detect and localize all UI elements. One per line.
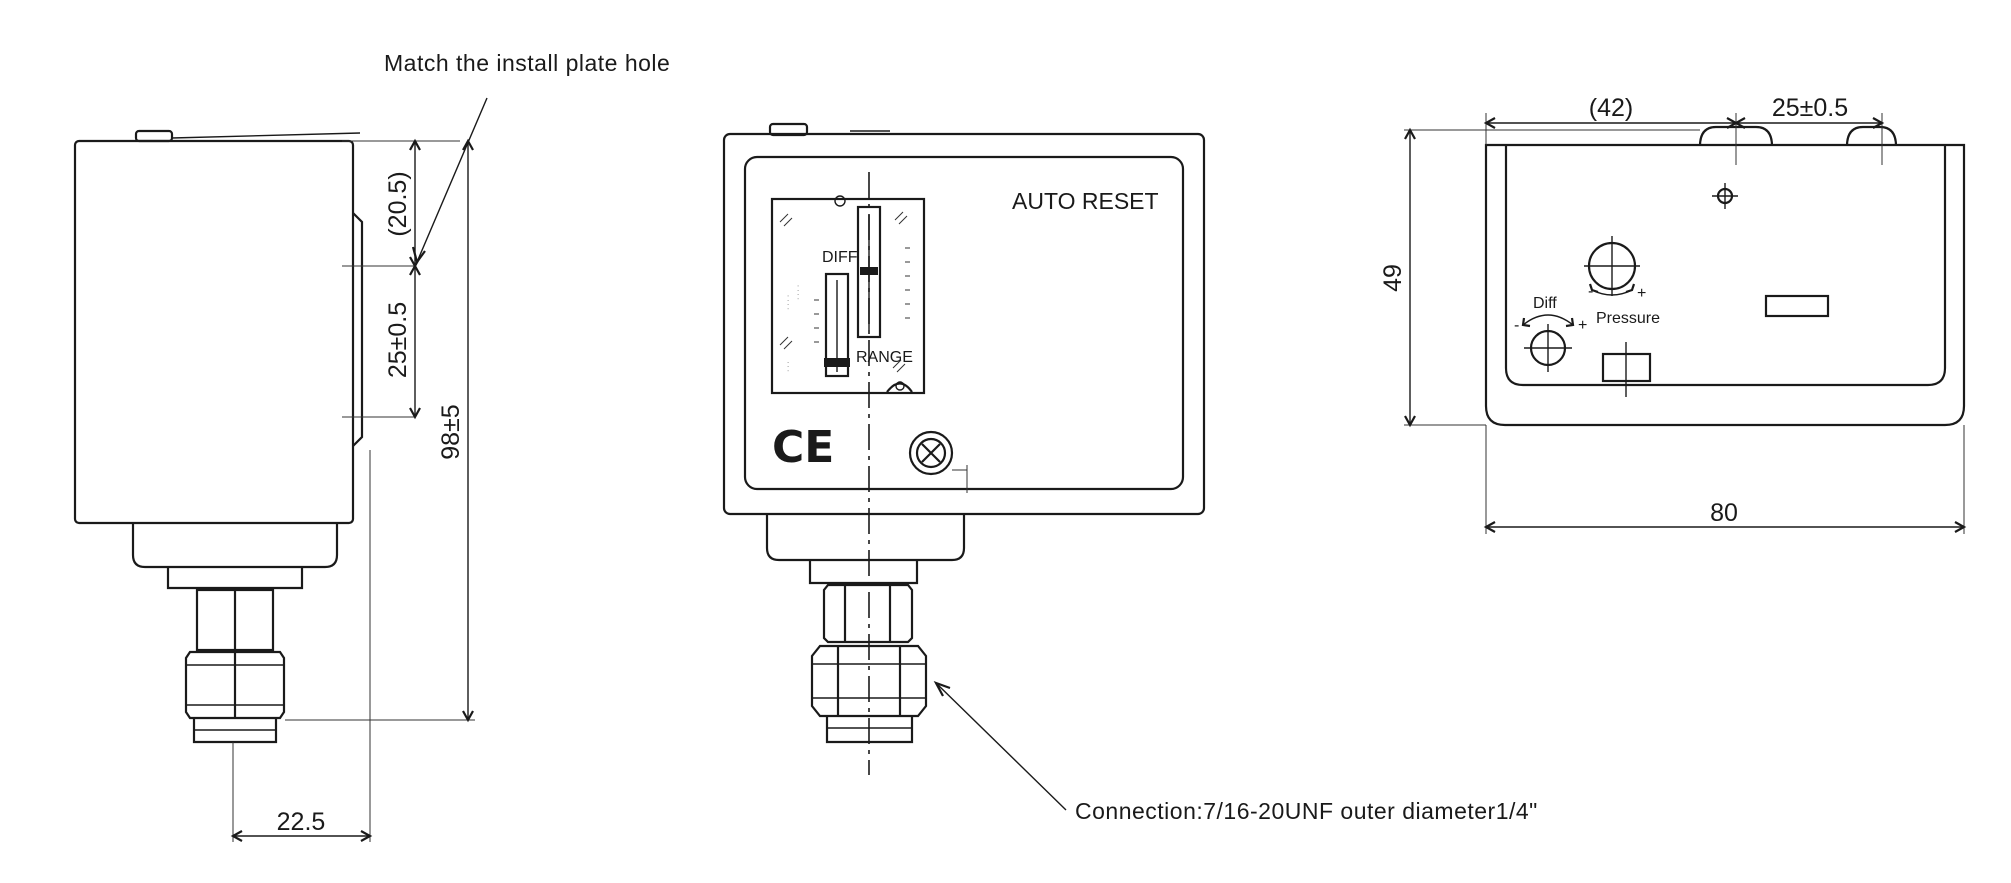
svg-text:· · ·: · · · (785, 361, 792, 372)
diff-plus: + (1578, 317, 1587, 334)
diff-window-label: DIFF. (822, 249, 860, 266)
diff-minus: - (1514, 317, 1519, 334)
front-bottom-cap (765, 514, 966, 562)
side-top-edge-line (171, 132, 361, 139)
dim-42-label: (42) (1589, 94, 1633, 122)
pressure-plus: + (1637, 285, 1646, 302)
side-top-tab (134, 129, 174, 143)
dim-25-label-top: 25±0.5 (1772, 94, 1848, 122)
window-lock (886, 382, 913, 393)
setting-window (770, 197, 926, 395)
connection-note: Connection:7/16-20UNF outer diameter1/4" (1075, 798, 1538, 824)
reset-screw (908, 430, 954, 476)
dim-20-5-label: (20.5) (384, 171, 412, 236)
top-tab-right (1845, 125, 1898, 147)
dim-98-label: 98±5 (437, 404, 465, 459)
front-view: AUTO RESET DIFF. RANGE · · · · · · · · ·… (722, 122, 1206, 811)
pressure-minus: - (1588, 283, 1593, 300)
side-body (73, 139, 355, 525)
side-view: (20.5) 25±0.5 98±5 22.5 (73, 97, 488, 842)
auto-reset-label: AUTO RESET (1012, 188, 1159, 214)
top-slot (1764, 294, 1830, 318)
front-neck (808, 560, 919, 585)
range-window-label: RANGE (856, 349, 913, 366)
side-nut (184, 650, 286, 720)
side-neck (166, 567, 304, 590)
diff-label: Diff (1533, 295, 1557, 312)
top-view: - + Pressure Diff - + (42) 25±0.5 (1379, 94, 1967, 534)
match-plate-hole-note: Match the install plate hole (384, 50, 670, 76)
plate-hole-leader (416, 97, 488, 263)
dim-80-label: 80 (1710, 499, 1738, 527)
dim-25-label-side: 25±0.5 (384, 302, 412, 378)
svg-text:· · · ·: · · · · (795, 285, 802, 300)
front-cover (743, 155, 1185, 491)
dim-22-5-label: 22.5 (277, 808, 326, 836)
ce-mark: CE (772, 422, 834, 473)
top-inner-face (1504, 146, 1947, 387)
svg-text:· · · ·: · · · · (785, 295, 792, 310)
front-hex-upper (822, 583, 914, 644)
top-housing (1484, 143, 1966, 427)
diff-slider (824, 272, 850, 378)
side-bottom-cap (131, 523, 339, 569)
front-nut (810, 644, 928, 718)
connection-leader (935, 682, 1067, 811)
side-mounting-plate (352, 212, 364, 447)
dim-49-label: 49 (1379, 264, 1407, 292)
pressure-label: Pressure (1596, 310, 1660, 327)
